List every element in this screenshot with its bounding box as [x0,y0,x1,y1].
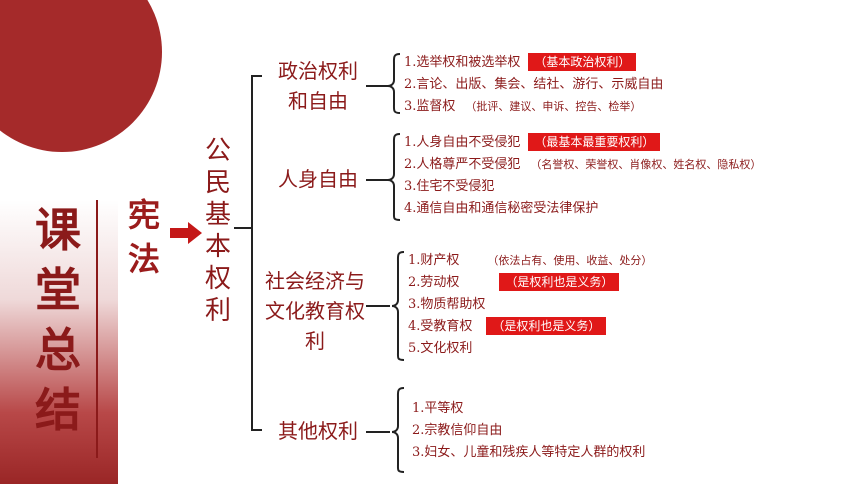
list-item: 5.文化权利 [408,341,473,356]
rights-title-char: 基 [204,200,231,230]
rights-title-char: 公 [204,136,231,166]
note-text: （批评、建议、申诉、控告、检举） [465,100,642,113]
category-label-line: 人身自由 [278,167,358,191]
list-item: 1.人身自由不受侵犯（最基本最重要权利） [404,132,761,154]
list-item: 1.选举权和被选举权（基本政治权利） [404,52,663,74]
category-label-line: 和自由 [288,89,348,113]
list-item: 4.受教育权（是权利也是义务） [408,316,652,338]
side-title-char: 总 [35,323,81,377]
lesson-summary-title: 课 堂 总 结 [28,200,88,440]
category-label-line: 政治权利 [278,59,358,83]
highlight-tag: （是权利也是义务） [499,273,620,291]
highlight-tag: （是权利也是义务） [486,317,607,335]
rights-title-char: 利 [204,296,231,326]
category-label-line: 利 [305,329,325,353]
category-political-rights: 政治权利 和自由 [270,56,366,116]
list-item: 2.人格尊严不受侵犯（名誉权、荣誉权、肖像权、姓名权、隐私权） [404,157,762,172]
list-item: 2.劳动权（是权利也是义务） [408,272,652,294]
list-item: 3.物质帮助权 [408,297,486,312]
list-item: 2.宗教信仰自由 [412,423,503,438]
citizen-basic-rights-title: 公 民 基 本 权 利 [202,135,234,327]
highlight-tag: （最基本最重要权利） [528,133,661,151]
other-rights-items: 1.平等权 2.宗教信仰自由 3.妇女、儿童和残疾人等特定人群的权利 [412,398,645,464]
political-rights-items: 1.选举权和被选举权（基本政治权利） 2.言论、出版、集会、结社、游行、示威自由… [404,52,663,118]
rights-title-char: 权 [204,264,231,294]
list-item: 4.通信自由和通信秘密受法律保护 [404,201,599,216]
highlight-tag: （基本政治权利） [528,53,637,71]
side-title-char: 结 [35,383,81,437]
list-item: 1.平等权 [412,401,464,416]
list-item: 2.言论、出版、集会、结社、游行、示威自由 [404,77,664,92]
side-divider-line [96,200,98,458]
side-title-char: 课 [35,203,81,257]
category-socioeconomic-cultural-rights: 社会经济与 文化教育权 利 [260,266,370,356]
note-text: （依法占有、使用、收益、处分） [487,254,653,267]
personal-freedom-items: 1.人身自由不受侵犯（最基本最重要权利） 2.人格尊严不受侵犯（名誉权、荣誉权、… [404,132,761,220]
category-personal-freedom: 人身自由 [270,164,366,194]
category-other-rights: 其他权利 [270,416,366,446]
side-title-char: 堂 [35,263,81,317]
list-item: 3.住宅不受侵犯 [404,179,495,194]
list-item: 3.妇女、儿童和残疾人等特定人群的权利 [412,445,646,460]
socioeconomic-rights-items: 1.财产权（依法占有、使用、收益、处分） 2.劳动权（是权利也是义务） 3.物质… [408,250,652,360]
note-text: （名誉权、荣誉权、肖像权、姓名权、隐私权） [530,158,762,171]
side-decoration [0,200,118,484]
rights-title-char: 民 [204,168,231,198]
category-label-line: 社会经济与 [265,269,365,293]
rights-title-char: 本 [204,232,231,262]
arrow-right-icon [170,222,202,244]
category-label-line: 其他权利 [278,419,358,443]
category-label-line: 文化教育权 [265,299,365,323]
constitution-char: 法 [128,240,161,278]
constitution-label: 宪 法 [128,193,166,281]
list-item: 3.监督权（批评、建议、申诉、控告、检举） [404,99,642,114]
list-item: 1.财产权（依法占有、使用、收益、处分） [408,253,653,268]
constitution-char: 宪 [128,196,161,234]
